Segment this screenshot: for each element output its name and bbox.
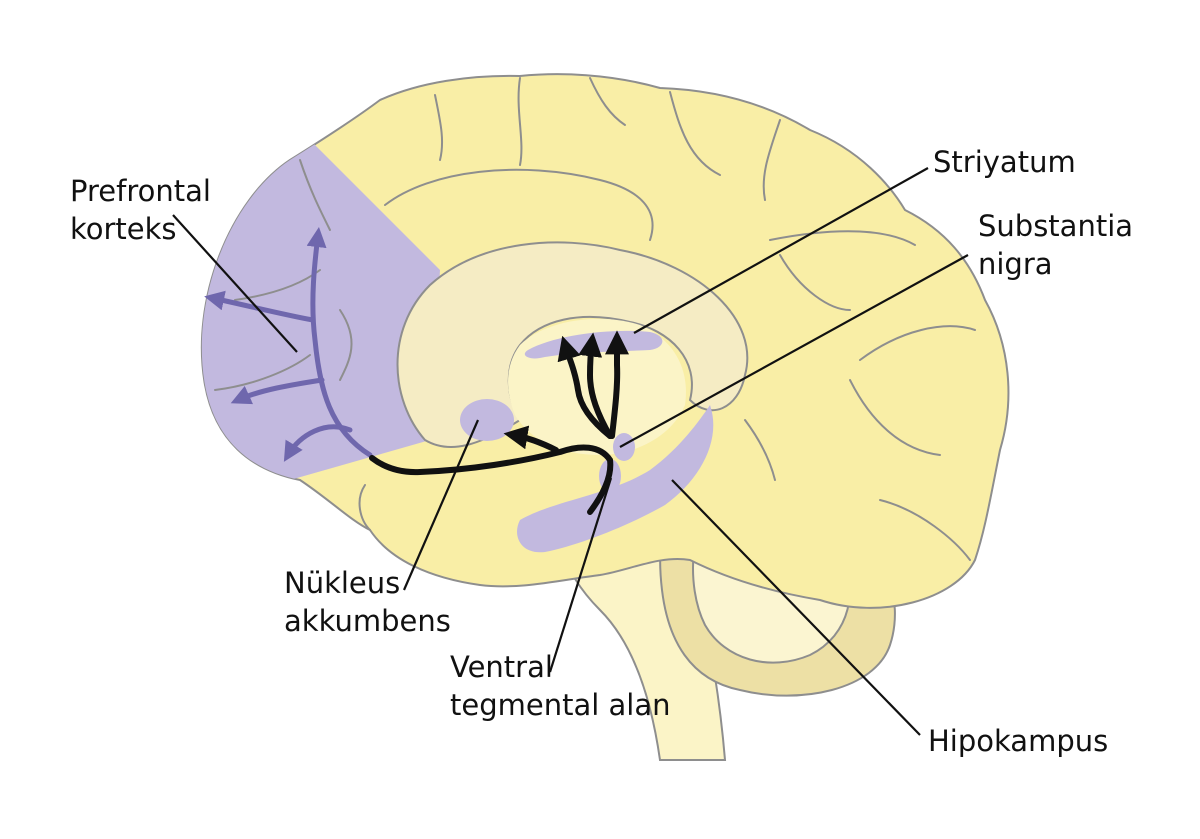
mesocortical-pathway xyxy=(204,227,373,462)
hippocampus-region xyxy=(517,405,714,553)
label-substantia-nigra: Substantia nigra xyxy=(978,209,1142,281)
leader-lines xyxy=(172,167,969,736)
label-ventral-tegmental-area: Ventral tegmental alan xyxy=(450,650,671,722)
label-hippocampus: Hipokampus xyxy=(928,724,1108,758)
nucleus-accumbens-region xyxy=(460,399,514,441)
gyri xyxy=(214,77,976,561)
substantia-nigra-region xyxy=(613,433,635,461)
dopamine-pathways xyxy=(369,330,629,515)
label-prefrontal-cortex: Prefrontal korteks xyxy=(70,174,220,246)
label-nucleus-accumbens: Nükleus akkumbens xyxy=(284,566,451,638)
label-striatum: Striyatum xyxy=(933,145,1076,179)
